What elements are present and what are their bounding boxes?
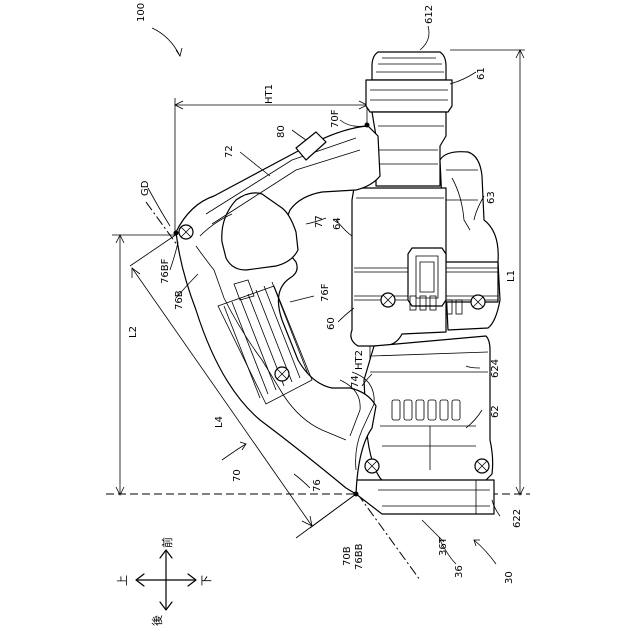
label-GD: GD <box>140 180 151 196</box>
dir-down-label: 下 <box>200 575 213 586</box>
point-76BF <box>174 231 179 236</box>
label-76B: 76B <box>174 290 185 310</box>
label-62: 62 <box>490 405 501 418</box>
label-76: 76 <box>312 479 323 492</box>
label-70B: 70B <box>342 546 353 566</box>
point-70B <box>354 492 359 497</box>
label-61: 61 <box>476 67 487 80</box>
label-HT1: HT1 <box>264 84 275 104</box>
label-64: 64 <box>332 217 343 230</box>
label-30: 30 <box>504 571 515 584</box>
label-76F: 76F <box>320 283 331 302</box>
label-76BF: 76BF <box>160 258 171 284</box>
label-HT2: HT2 <box>354 350 365 370</box>
label-36: 36 <box>454 565 465 578</box>
label-74: 74 <box>350 375 361 388</box>
motor-housing <box>346 52 500 514</box>
label-72: 72 <box>224 145 235 158</box>
label-L4: L4 <box>214 416 225 428</box>
label-63: 63 <box>486 191 497 204</box>
label-612: 612 <box>424 5 435 24</box>
dir-rear-label: 後 <box>150 615 164 626</box>
direction-indicator: 前 後 上 下 <box>116 537 213 626</box>
label-622: 622 <box>512 509 523 528</box>
dir-front-label: 前 <box>160 537 174 548</box>
label-624: 624 <box>490 359 501 378</box>
label-L1: L1 <box>506 270 517 282</box>
label-36T: 36T <box>438 536 449 556</box>
label-77: 77 <box>314 215 325 228</box>
handle <box>174 123 381 497</box>
label-60: 60 <box>326 317 337 330</box>
label-80: 80 <box>276 125 287 138</box>
label-76BB: 76BB <box>354 543 365 570</box>
label-70F: 70F <box>330 109 341 128</box>
label-100: 100 <box>136 3 147 22</box>
label-L2: L2 <box>128 326 139 338</box>
label-70: 70 <box>232 469 243 482</box>
dir-up-label: 上 <box>116 575 129 586</box>
point-70F <box>365 123 370 128</box>
